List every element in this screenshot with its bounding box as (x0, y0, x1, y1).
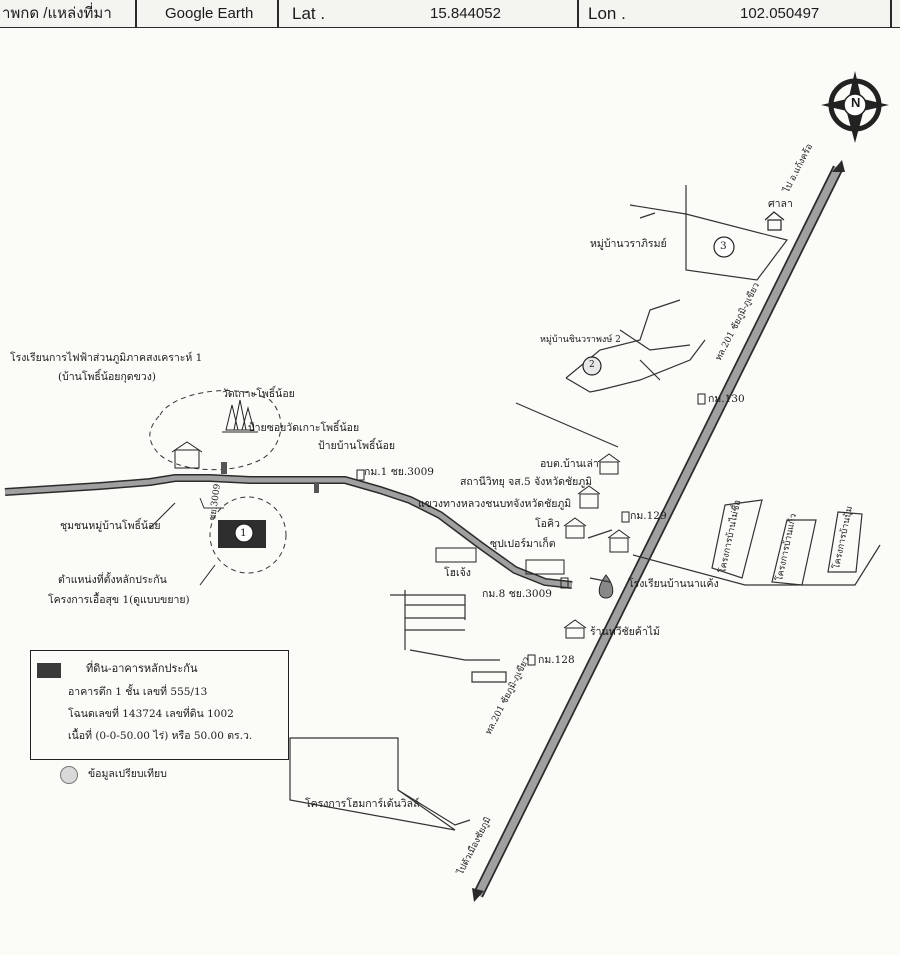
home-garden-project (289, 737, 456, 831)
header-divider (277, 0, 279, 27)
village-2-streets (565, 299, 706, 393)
legend-line-2: โฉนดเลขที่ 143724 เลขที่ดิน 1002 (68, 708, 234, 720)
legend-swatch-title: ที่ดิน-อาคารหลักประกัน (86, 662, 198, 675)
km8-label: กม.8 ชย.3009 (482, 588, 552, 600)
lat-value: 15.844052 (430, 5, 501, 22)
source-label: Google Earth (165, 5, 254, 22)
village-2-label: หมู่บ้านชินวราพงษ์ 2 (540, 335, 621, 345)
leader-line (149, 502, 176, 529)
water-tank-icon (598, 574, 614, 599)
collateral-project-label: โครงการเอื้อสุข 1(ดูแบบขยาย) (48, 594, 190, 606)
village-sign-label: ป้ายบ้านโพธิ์น้อย (318, 440, 396, 452)
map-canvas (4, 71, 889, 902)
building-icons (435, 453, 631, 639)
side-road-fill (4, 475, 573, 588)
marker-1 (234, 523, 254, 543)
header-divider (135, 0, 137, 27)
tambon-label: อบต.บ้านเล่า (540, 458, 599, 470)
lat-label: Lat . (292, 4, 326, 23)
km1-label: กม.1 ชย.3009 (364, 466, 434, 478)
arrow-south-icon (472, 888, 484, 902)
comparison-dot-icon (60, 766, 78, 784)
collateral-swatch (37, 663, 61, 678)
km128-label: กม.128 (538, 654, 575, 666)
soi-sign-icon (221, 462, 227, 474)
sala-label: ศาลา (768, 198, 793, 210)
lon-label: Lon . (588, 4, 626, 23)
local-streets (390, 402, 881, 683)
arrow-north-icon (832, 160, 845, 172)
shop-label: ร้านทวีชัยค้าไม้ (590, 626, 660, 638)
power-school-label: โรงเรียนการไฟฟ้าส่วนภูมิภาคสงเคราะห์ 1 (10, 352, 203, 364)
map-legend: ที่ดิน-อาคารหลักประกัน อาคารตึก 1 ชั้น เ… (30, 650, 289, 760)
east-projects (711, 499, 863, 586)
supermarket-label: ซุปเปอร์มาเก็ต (490, 538, 556, 550)
community-label: ชุมชนหมู่บ้านโพธิ์น้อย (60, 520, 161, 532)
header-divider (577, 0, 579, 27)
collateral-boundary (209, 496, 287, 574)
header-divider (890, 0, 892, 27)
coordinate-header: าพกด /แหล่งที่มา Google Earth Lat . 15.8… (0, 0, 900, 28)
main-highway-fill (474, 166, 842, 897)
tokio-label: โอคิว (535, 518, 560, 530)
marker-1-label: 1 (240, 527, 247, 539)
temple-icon (222, 399, 258, 433)
village-3-label: หมู่บ้านวราภิรมย์ (590, 238, 667, 250)
school-nakaeng-label: โรงเรียนบ้านนาแค้ง (628, 578, 719, 590)
marker-2-label: 2 (589, 360, 595, 370)
location-type-label: าพกด /แหล่งที่มา (2, 5, 112, 22)
legend-line-1: อาคารตึก 1 ชั้น เลขที่ 555/13 (68, 686, 208, 698)
km129-label: กม.129 (630, 510, 667, 522)
radio-label: สถานีวิทยุ จส.5 จังหวัดชัยภูมิ (460, 476, 593, 488)
power-school-sub-label: (บ้านโพธิ์น้อยกุดขวง) (58, 371, 156, 383)
collateral-position-label: ตำแหน่งที่ตั้งหลักประกัน (58, 574, 167, 586)
compass-north-label: N (851, 95, 861, 110)
km-post-icons (356, 393, 706, 666)
power-school-icon (171, 441, 203, 469)
village-3-area (629, 185, 789, 281)
lon-value: 102.050497 (740, 5, 820, 22)
wat-label: วัดเกาะโพธิ์น้อย (222, 388, 295, 400)
compass-rose-icon (821, 71, 889, 143)
soi-sign-label: ป้ายซอยวัดเกาะโพธิ์น้อย (248, 422, 360, 434)
highway-office-label: แขวงทางหลวงชนบทจังหวัดชัยภูมิ (418, 498, 572, 510)
wat-boundary (149, 390, 282, 471)
soi-lane (199, 497, 224, 509)
marker-3-label: 3 (720, 240, 727, 252)
km130-label: กม.130 (708, 393, 745, 405)
marker-3 (713, 236, 735, 258)
legend-line-3: เนื้อที่ (0-0-50.00 ไร่) หรือ 50.00 ตร.ว… (68, 730, 253, 742)
leader-line (199, 564, 216, 586)
ochang-label: โฮเจ้ง (444, 567, 471, 579)
sala-icon (764, 211, 785, 231)
home-project-label: โครงการโฮมการ์เด้นวิลล์ (305, 798, 420, 810)
legend-compare-label: ข้อมูลเปรียบเทียบ (88, 768, 167, 780)
marker-2 (582, 356, 602, 376)
village-sign-icon (314, 482, 319, 493)
